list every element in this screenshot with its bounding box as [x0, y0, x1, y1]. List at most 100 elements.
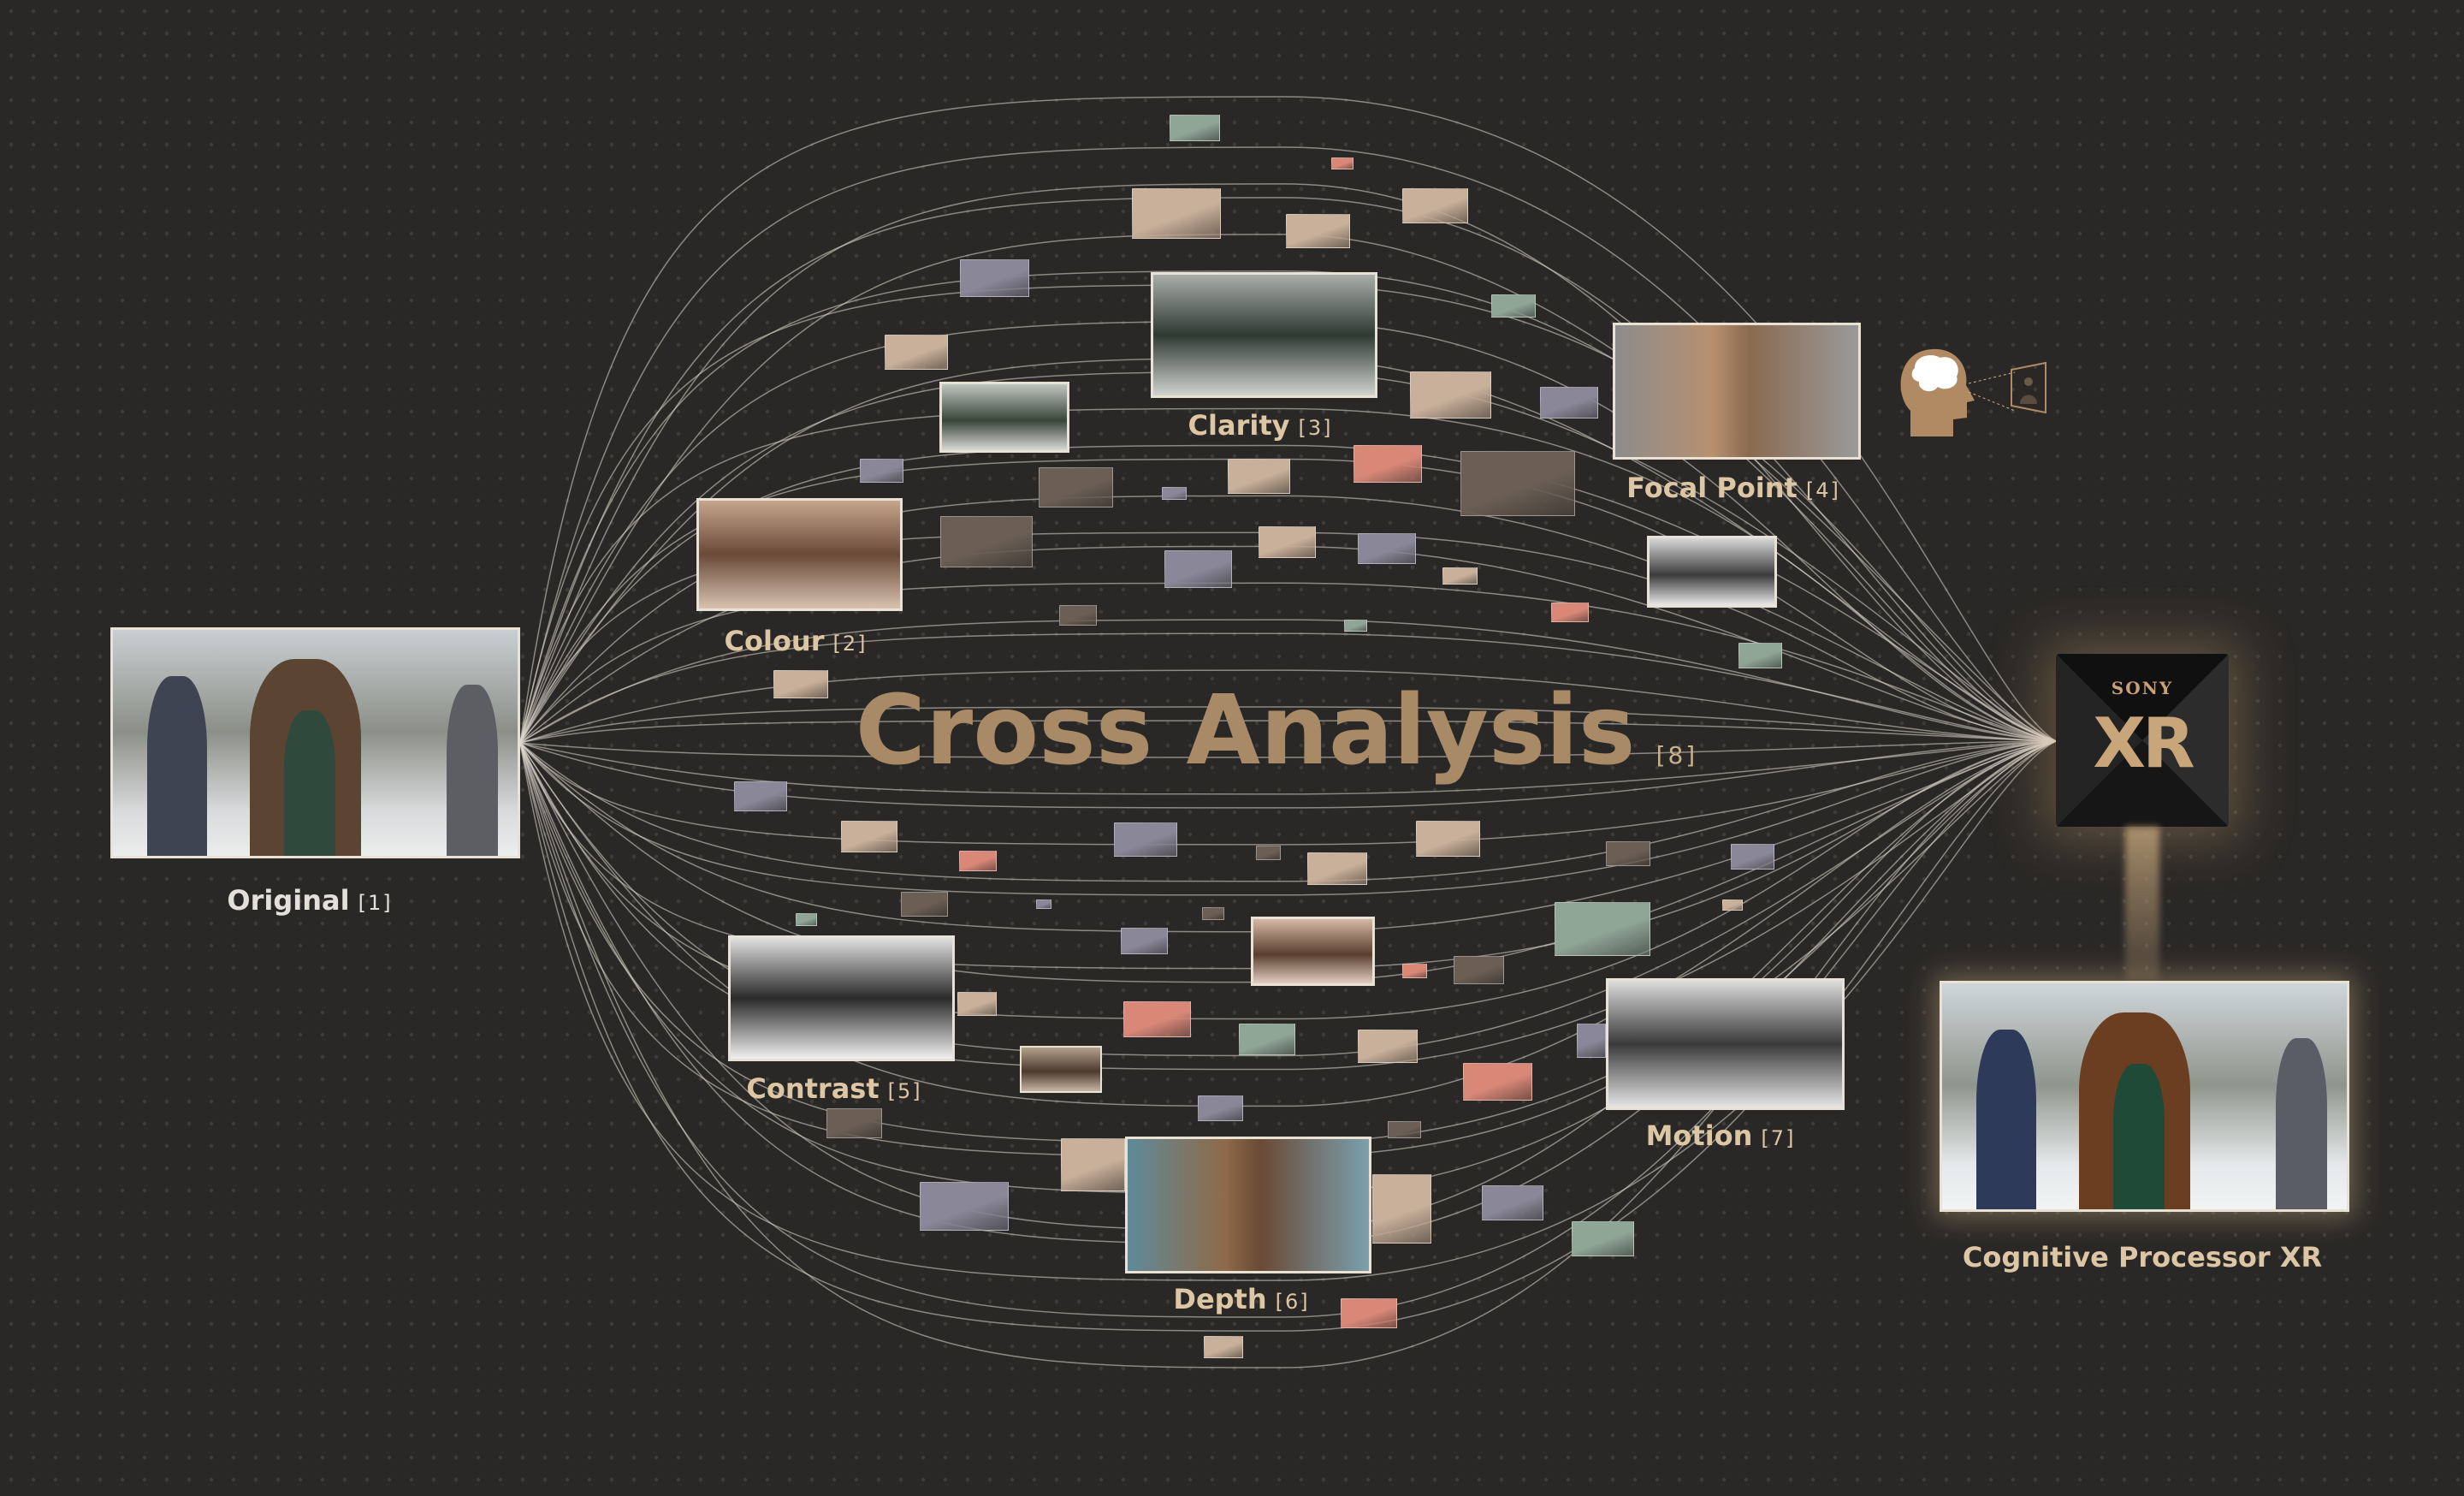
- analysis-block: [840, 820, 897, 852]
- brain-perception-icon: [1900, 348, 2046, 436]
- thumbnail-image: [1251, 917, 1375, 986]
- connection-line: [519, 740, 2057, 1332]
- analysis-block: [1255, 846, 1282, 860]
- analysis-block: [1491, 294, 1536, 318]
- motion-image: [1606, 978, 1845, 1110]
- analysis-block: [1460, 451, 1575, 516]
- analysis-block: [1114, 822, 1177, 858]
- analysis-block: [1454, 955, 1504, 984]
- connection-line: [519, 632, 2057, 744]
- analysis-block: [1358, 532, 1417, 565]
- label-text: Contrast: [746, 1072, 880, 1105]
- sony-brand-text: SONY: [2111, 678, 2174, 698]
- sony-xr-chip-logo: SONY XR: [2056, 654, 2229, 827]
- connection-line: [519, 234, 2057, 744]
- analysis-block: [1722, 899, 1744, 911]
- analysis-block: [1238, 1023, 1295, 1055]
- connection-line: [519, 444, 2057, 744]
- cross-analysis-title: Cross Analysis[8]: [856, 675, 1697, 787]
- connection-line: [519, 740, 2057, 758]
- analysis-block: [960, 259, 1030, 298]
- label-text: Clarity: [1188, 409, 1290, 442]
- analysis-block: [1343, 619, 1368, 632]
- analysis-block: [1358, 1030, 1418, 1063]
- connection-line: [519, 740, 2057, 846]
- analysis-block: [1576, 1023, 1607, 1059]
- analysis-block: [1401, 964, 1427, 978]
- analysis-block: [1401, 188, 1468, 223]
- label-text: Original: [227, 884, 350, 917]
- connection-line: [519, 146, 2057, 744]
- analysis-block: [1059, 605, 1098, 626]
- clarity-label: Clarity [3]: [1188, 409, 1333, 442]
- depth-label: Depth [6]: [1173, 1283, 1309, 1315]
- analysis-block: [1463, 1062, 1533, 1101]
- motion-label: Motion [7]: [1646, 1119, 1796, 1152]
- label-number: [2]: [832, 632, 868, 656]
- analysis-block: [1161, 487, 1187, 501]
- analysis-block: [1227, 459, 1291, 494]
- connection-line: [519, 720, 2057, 744]
- thumbnail-image: [1647, 536, 1777, 608]
- connection-line: [519, 740, 2057, 1318]
- analysis-block: [1131, 188, 1222, 240]
- contrast-label: Contrast [5]: [746, 1072, 921, 1105]
- label-text: Depth: [1173, 1283, 1267, 1315]
- connection-line: [519, 96, 2057, 744]
- analysis-block: [1202, 906, 1224, 920]
- focal-point-label: Focal Point [4]: [1626, 472, 1840, 504]
- connection-line: [519, 619, 2057, 744]
- output-label: Cognitive Processor XR: [1962, 1241, 2323, 1273]
- label-number: [4]: [1805, 478, 1840, 502]
- colour-label: Colour [2]: [725, 625, 868, 657]
- depth-image: [1125, 1137, 1371, 1273]
- connection-line: [519, 740, 2057, 795]
- analysis-block: [1120, 927, 1168, 955]
- connection-line: [519, 740, 2057, 1281]
- analysis-block: [733, 781, 788, 811]
- connection-line: [519, 582, 2057, 744]
- analysis-block: [1123, 1001, 1192, 1038]
- analysis-block: [919, 1182, 1010, 1232]
- label-number: [5]: [887, 1079, 922, 1103]
- connection-line: [519, 740, 2057, 1368]
- analysis-block: [939, 515, 1033, 568]
- analysis-block: [885, 335, 948, 370]
- analysis-block: [1730, 844, 1774, 870]
- original-image: [110, 627, 520, 858]
- label-text: Focal Point: [1626, 472, 1798, 504]
- analysis-block: [1371, 1174, 1432, 1244]
- analysis-block: [1340, 1298, 1398, 1329]
- analysis-block: [1039, 466, 1113, 508]
- xr-logo-text: XR: [2093, 703, 2194, 783]
- analysis-block: [1551, 602, 1590, 623]
- analysis-block: [826, 1108, 882, 1138]
- analysis-block: [958, 850, 997, 871]
- label-number: [1]: [358, 891, 393, 915]
- analysis-block: [1482, 1185, 1543, 1220]
- analysis-block: [1388, 1120, 1421, 1138]
- focal-point-image: [1613, 323, 1861, 460]
- label-number: [3]: [1298, 416, 1333, 440]
- label-text: Colour: [724, 625, 825, 657]
- analysis-block: [1572, 1221, 1635, 1256]
- particle-stream: [2125, 827, 2159, 979]
- analysis-block: [1442, 567, 1478, 585]
- connection-line: [519, 740, 2057, 882]
- analysis-block: [1285, 213, 1350, 249]
- analysis-block: [957, 992, 997, 1016]
- analysis-block: [1204, 1336, 1244, 1359]
- analysis-block: [1164, 549, 1233, 589]
- output-image: [1940, 981, 2349, 1212]
- label-number: [7]: [1761, 1126, 1796, 1150]
- analysis-block: [1540, 386, 1599, 419]
- connection-line: [519, 197, 2057, 744]
- analysis-block: [1353, 444, 1423, 483]
- label-number: [6]: [1275, 1290, 1310, 1314]
- thumbnail-image: [939, 382, 1069, 453]
- connection-line: [519, 669, 2057, 744]
- connection-line: [519, 706, 2057, 744]
- analysis-block: [1035, 899, 1051, 909]
- label-text: Motion: [1645, 1119, 1753, 1152]
